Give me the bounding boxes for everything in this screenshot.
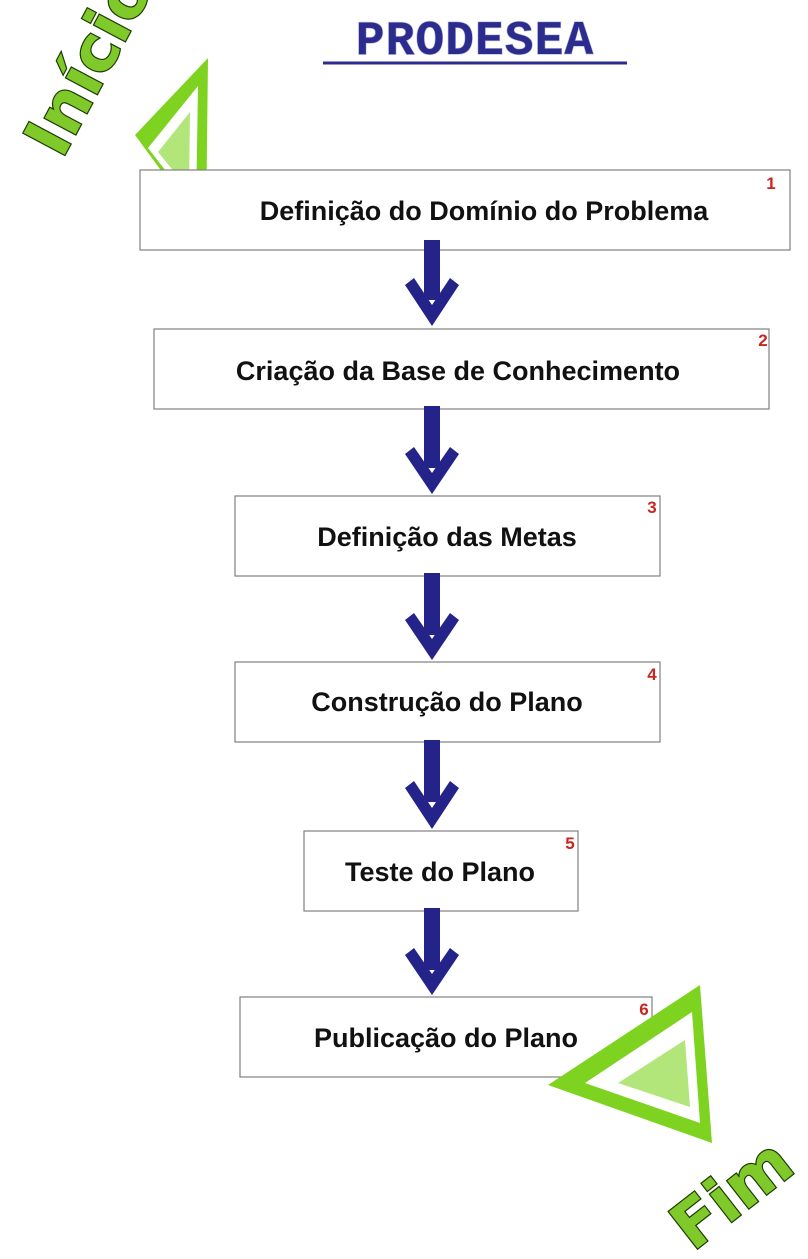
end-triangle-core (618, 1040, 690, 1107)
step-label: Definição das Metas (317, 522, 577, 552)
step-box (139, 169, 791, 251)
step-number: 5 (565, 834, 574, 853)
flow-arrow-2-3 (405, 406, 459, 494)
step-box (234, 495, 661, 577)
step-label: Teste do Plano (345, 857, 535, 887)
flow-arrow-4-5 (405, 740, 459, 829)
step-number: 6 (639, 1000, 648, 1019)
step-3: Definição das Metas 3 (234, 495, 661, 577)
flow-arrow-5-6 (405, 908, 459, 995)
flow-arrow-1-2 (405, 240, 459, 326)
step-number: 2 (758, 331, 767, 350)
step-label: Construção do Plano (311, 687, 583, 717)
step-2: Criação da Base de Conhecimento 2 (153, 328, 770, 410)
step-1: Definição do Domínio do Problema 1 (139, 169, 791, 251)
step-box (153, 328, 770, 410)
step-box (303, 830, 579, 912)
step-box (234, 661, 661, 743)
step-number: 1 (766, 174, 775, 193)
step-label: Criação da Base de Conhecimento (236, 356, 680, 386)
step-number: 3 (647, 498, 656, 517)
title-group: PRODESEA (323, 14, 627, 70)
diagram-title: PRODESEA (356, 15, 594, 69)
step-label: Publicação do Plano (314, 1023, 578, 1053)
step-number: 4 (647, 665, 657, 684)
step-4: Construção do Plano 4 (234, 661, 661, 743)
step-5: Teste do Plano 5 (303, 830, 579, 912)
step-label: Definição do Domínio do Problema (260, 196, 710, 226)
end-label: Fim (657, 1125, 807, 1259)
flow-arrow-3-4 (405, 573, 459, 660)
